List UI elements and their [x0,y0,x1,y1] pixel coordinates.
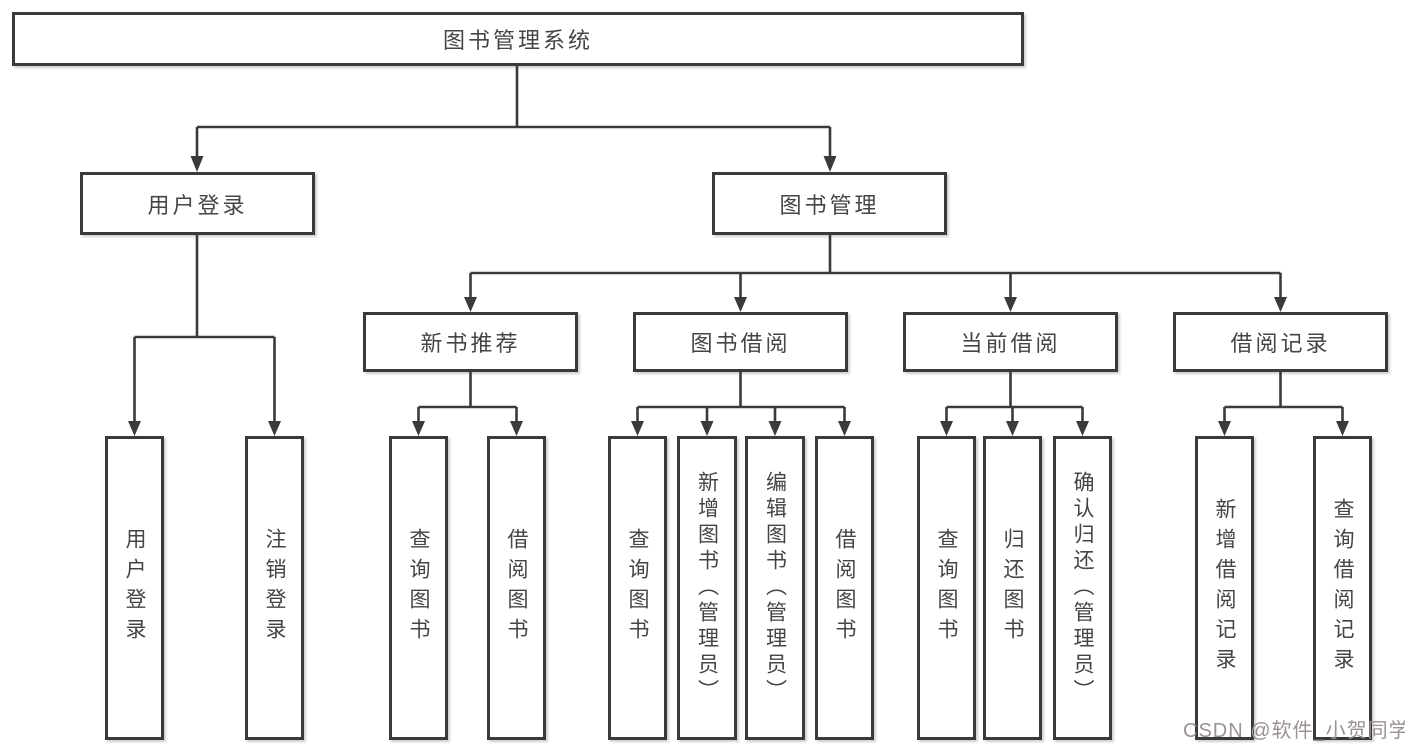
arrowhead [1006,421,1019,436]
arrowhead [1218,421,1231,436]
connector-current-borrow [940,372,1089,436]
arrowhead [1274,297,1287,312]
leaf-label: 新增图书（管理员） [695,471,719,705]
leaf-query-borrow-record: 查询借阅记录 [1313,436,1372,740]
node-new-book-recommend: 新书推荐 [363,312,578,372]
leaf-borrow-books-2: 借阅图书 [815,436,874,740]
arrowhead [838,421,851,436]
leaf-borrow-books: 借阅图书 [487,436,546,740]
arrowhead [1076,421,1089,436]
node-label: 借阅记录 [1230,331,1331,356]
leaf-user-login: 用户登录 [105,436,164,740]
leaf-label: 归还图书 [1001,528,1024,648]
arrowhead [700,421,714,436]
arrowhead [510,421,523,436]
node-label: 图书管理系统 [442,28,593,53]
arrowhead [128,421,141,436]
arrowhead [268,421,281,436]
connector-borrow-records [1218,372,1349,436]
leaf-label: 注销登录 [263,528,286,648]
leaf-label: 借阅图书 [505,528,528,648]
connector-root [190,66,837,172]
arrowhead [1336,421,1349,436]
arrowhead [768,421,782,436]
node-user-login: 用户登录 [80,172,315,235]
connector-book-borrow [631,372,851,436]
arrowhead [464,297,477,312]
arrowhead [823,156,837,172]
node-book-borrow: 图书借阅 [633,312,848,372]
leaf-label: 确认归还（管理员） [1071,471,1094,705]
node-book-management: 图书管理 [712,172,947,235]
leaf-edit-books-admin: 编辑图书（管理员） [745,436,805,740]
node-current-borrow: 当前借阅 [903,312,1118,372]
leaf-return-books: 归还图书 [983,436,1042,740]
arrowhead [190,156,204,172]
node-label: 图书管理 [779,192,880,218]
csdn-watermark: CSDN @软件_小贺同学 [1183,720,1405,742]
node-label: 当前借阅 [960,331,1061,356]
leaf-label: 借阅图书 [833,528,856,648]
node-label: 图书借阅 [690,331,791,356]
leaf-logout-login: 注销登录 [245,436,304,740]
arrowhead [734,297,747,312]
node-library-management-system: 图书管理系统 [12,12,1024,66]
connector-new-book-recommend [412,372,523,436]
leaf-add-books-admin: 新增图书（管理员） [677,436,737,740]
leaf-add-borrow-record: 新增借阅记录 [1195,436,1254,740]
node-borrow-records: 借阅记录 [1173,312,1388,372]
arrowhead [631,421,644,436]
leaf-label: 查询图书 [935,528,958,648]
leaf-query-books-2: 查询图书 [608,436,667,740]
leaf-label: 编辑图书（管理员） [763,471,787,705]
node-label: 新书推荐 [420,331,521,356]
leaf-label: 查询图书 [626,528,649,648]
leaf-label: 查询借阅记录 [1331,498,1354,678]
node-label: 用户登录 [147,192,248,218]
connector-user-login [128,235,281,436]
arrowhead [412,421,425,436]
connector-book-management [464,235,1287,312]
leaf-query-books: 查询图书 [389,436,448,740]
arrowhead [940,421,953,436]
leaf-confirm-return-admin: 确认归还（管理员） [1053,436,1112,740]
leaf-label: 用户登录 [123,528,146,648]
leaf-label: 查询图书 [407,528,430,648]
leaf-label: 新增借阅记录 [1213,498,1236,678]
leaf-query-books-3: 查询图书 [917,436,976,740]
arrowhead [1004,297,1017,312]
